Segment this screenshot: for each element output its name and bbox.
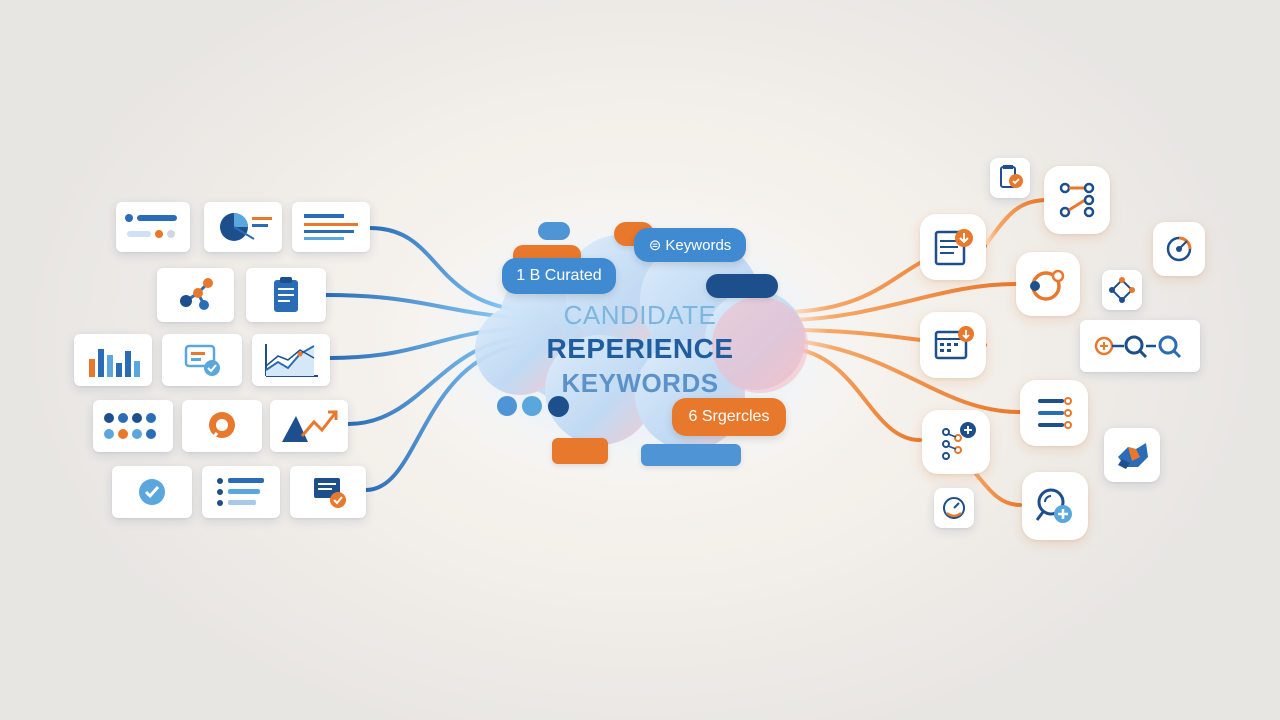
deco-bar-blue-bottom — [641, 444, 741, 466]
card-small-gauge-icon — [934, 488, 974, 528]
card-handshake-icon — [1104, 428, 1160, 482]
deco-bar-orange-bottom — [552, 438, 608, 464]
title-line-3: KEYWORDS — [561, 368, 719, 398]
card-bullet-list-icon — [202, 466, 280, 518]
card-message-check-icon — [162, 334, 242, 386]
card-clipboard-icon — [246, 268, 326, 322]
card-trend-chart-icon — [270, 400, 348, 452]
tag-sources: 6 Srgercles — [672, 398, 786, 436]
card-settings-list-icon — [1020, 380, 1088, 446]
card-pie-chart-icon — [204, 202, 282, 252]
card-refresh-circle-icon — [1153, 222, 1205, 276]
title-line-2: REPERIENCE — [546, 333, 734, 364]
card-browser-download-icon — [920, 214, 986, 280]
card-search-chain-icon — [1080, 320, 1200, 372]
title-line-1: CANDIDATE — [563, 300, 717, 330]
deco-dot-1 — [497, 396, 517, 416]
deco-bar-navy-right — [706, 274, 778, 298]
deco-dot-3 — [548, 396, 569, 417]
card-small-cycle-icon — [1102, 270, 1142, 310]
card-network-nodes-icon — [157, 268, 234, 322]
card-zoom-add-icon — [1022, 472, 1088, 540]
deco-dot-2 — [522, 396, 542, 416]
card-bar-chart-icon — [74, 334, 152, 386]
center-title: CANDIDATE REPERIENCE KEYWORDS — [520, 298, 760, 400]
card-search-orange-icon — [182, 400, 262, 452]
card-text-lines-icon — [292, 202, 370, 252]
deco-dot-blue-top — [538, 222, 570, 240]
card-chain-add-icon — [922, 410, 990, 474]
card-flow-steps-icon — [1044, 166, 1110, 234]
card-dot-grid-icon — [93, 400, 173, 452]
card-list-bars-icon — [116, 202, 190, 252]
card-document-check-icon — [290, 466, 366, 518]
card-line-graph-icon — [252, 334, 330, 386]
tag-keywords: ⊜ Keywords — [634, 228, 746, 262]
card-cycle-node-icon — [1016, 252, 1080, 316]
card-calendar-download-icon — [920, 312, 986, 378]
card-checkmark-icon — [112, 466, 192, 518]
tag-curated: 1 В Curated — [502, 258, 616, 294]
card-small-doc-check-icon — [990, 158, 1030, 198]
